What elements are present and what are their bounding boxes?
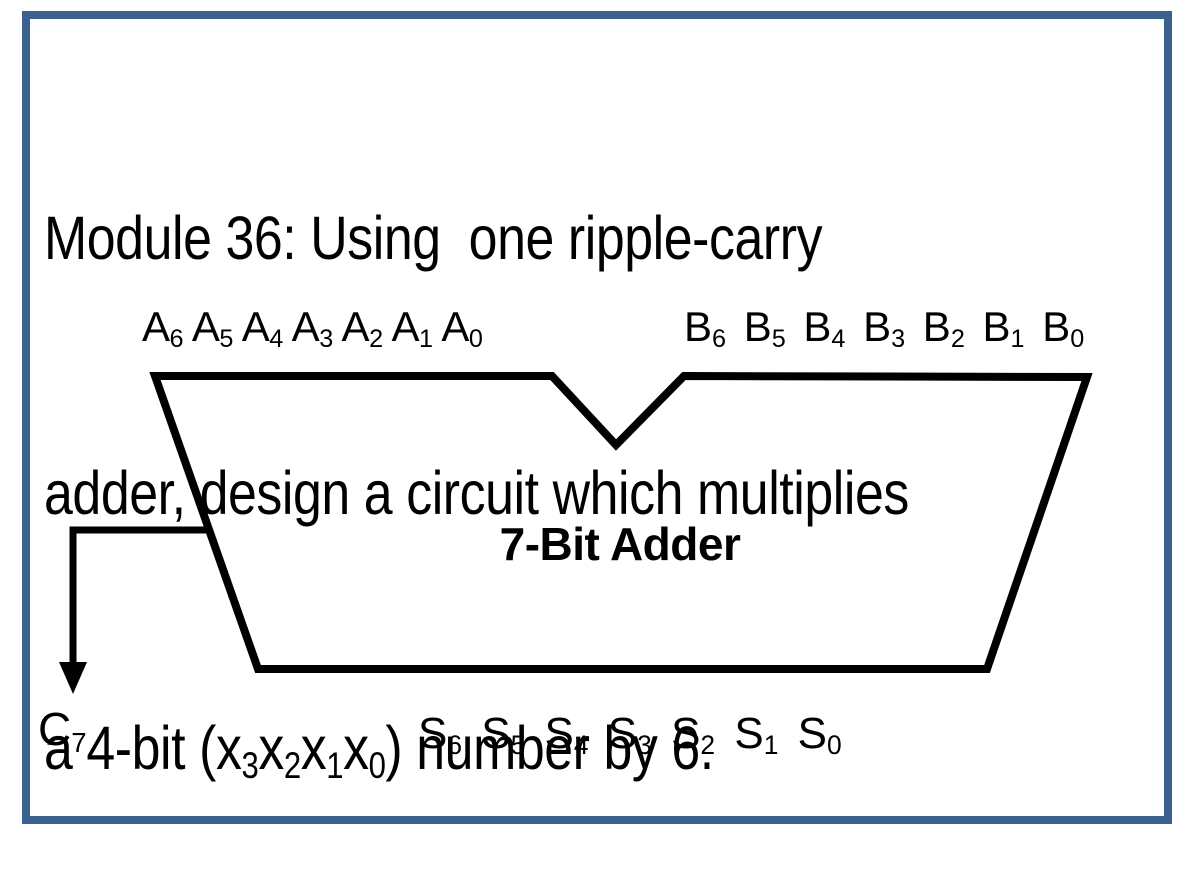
adder-diagram-svg bbox=[59, 371, 1093, 694]
title-line-2: adder, design a circuit which multiplies bbox=[44, 459, 909, 527]
title-line-1: Module 36: Using one ripple-carry bbox=[44, 204, 823, 272]
problem-title: Module 36: Using one ripple-carry adder,… bbox=[44, 26, 909, 876]
slide-frame bbox=[22, 11, 1172, 824]
adder-sum-labels: S6 S5 S4 S3 S2 S1 S0 bbox=[418, 709, 842, 761]
adder-input-a-labels: A6 A5 A4 A3 A2 A1 A0 bbox=[142, 303, 483, 354]
carry-arrowhead-icon bbox=[59, 662, 87, 694]
adder-input-b-labels: B6 B5 B4 B3 B2 B1 B0 bbox=[684, 303, 1085, 354]
slide-canvas: { "colors": { "frame_border": "#3B618E",… bbox=[22, 11, 1172, 824]
carry-out-line bbox=[69, 526, 206, 666]
title-line-3: a 4-bit (x3x2x1x0) number by 6. bbox=[44, 714, 714, 786]
adder-block-label: 7-Bit Adder bbox=[499, 518, 741, 570]
adder-body-shape bbox=[149, 371, 1093, 673]
carry-out-label: C7 bbox=[38, 703, 87, 758]
